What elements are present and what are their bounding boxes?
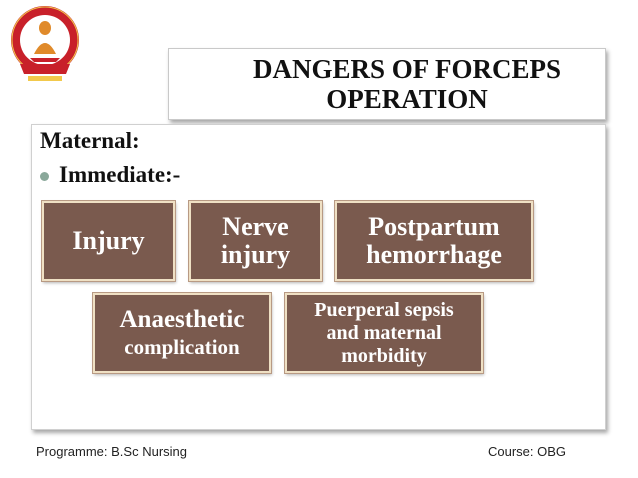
- card-label: Postpartum hemorrhage: [366, 212, 502, 269]
- card-anaesthetic-complication: Anaesthetic complication: [92, 292, 272, 374]
- institution-logo: [8, 4, 82, 84]
- section-heading: Maternal:: [40, 128, 140, 153]
- card-sublabel: complication: [124, 335, 240, 359]
- card-postpartum-hemorrhage: Postpartum hemorrhage: [334, 200, 534, 282]
- footer-course: Course: OBG: [488, 444, 567, 459]
- slide-title-box: DANGERS OF FORCEPS OPERATION: [168, 48, 606, 120]
- logo-emblem-icon: [11, 6, 79, 81]
- bullet-dot-icon: [40, 171, 49, 181]
- card-label: Injury: [72, 226, 145, 255]
- bullet-item: Immediate:-: [40, 162, 180, 188]
- footer-programme: Programme: B.Sc Nursing: [36, 444, 187, 459]
- card-injury: Injury: [41, 200, 176, 282]
- bullet-text: Immediate:-: [59, 162, 181, 187]
- card-label: Nerve injury: [220, 212, 291, 269]
- card-label: Anaesthetic: [119, 306, 245, 333]
- card-puerperal-sepsis: Puerperal sepsis and maternal morbidity: [284, 292, 484, 374]
- card-nerve-injury: Nerve injury: [188, 200, 323, 282]
- card-label: Puerperal sepsis and maternal morbidity: [314, 298, 454, 367]
- slide-title: DANGERS OF FORCEPS OPERATION: [252, 54, 562, 114]
